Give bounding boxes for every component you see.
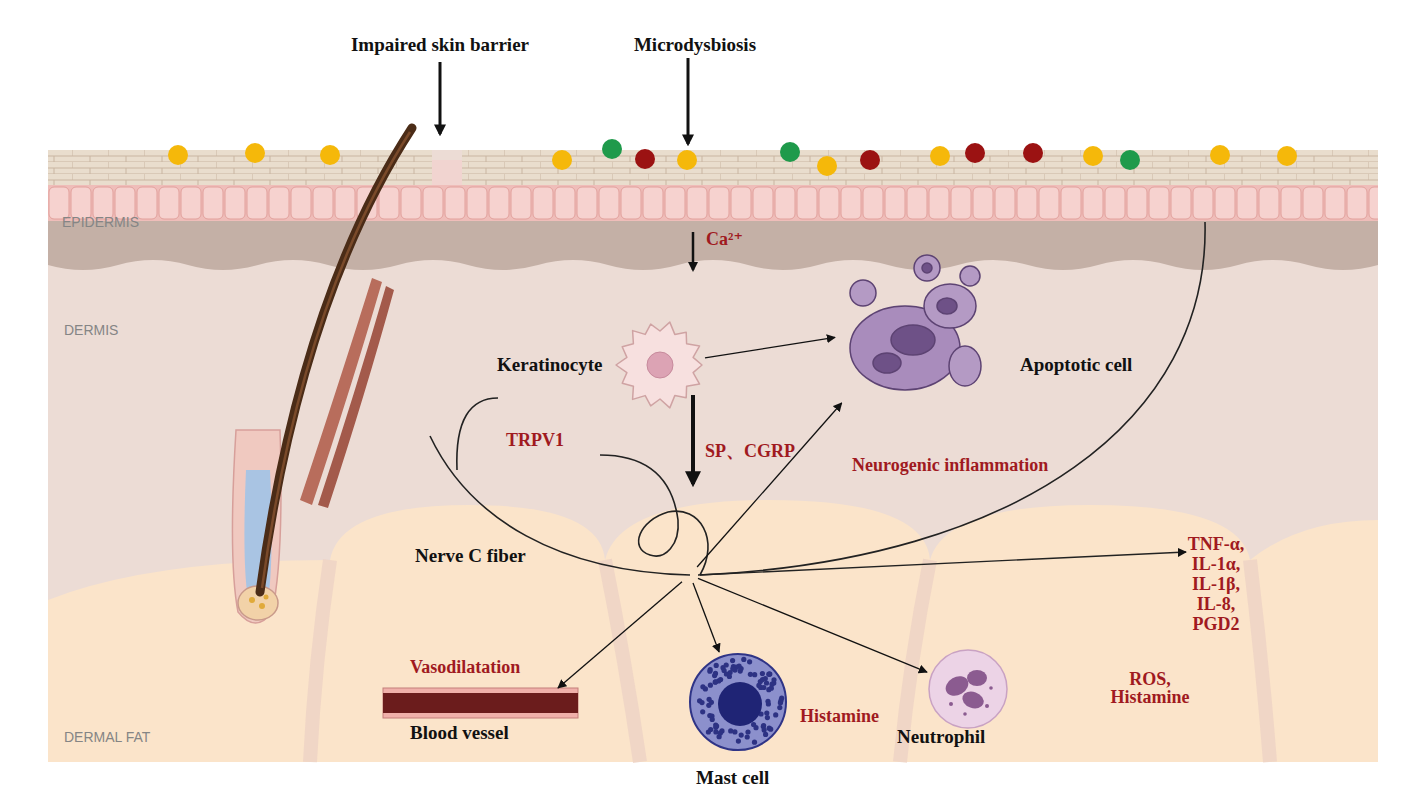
microbes	[860, 150, 880, 170]
epidermis-layer	[432, 160, 462, 185]
hair-follicle	[300, 278, 382, 505]
effect-arrow	[705, 337, 835, 358]
nerve-fiber	[457, 398, 498, 470]
mediator-label: ROS, Histamine	[1100, 670, 1200, 706]
hair-follicle	[260, 128, 412, 592]
nerve-label: Nerve C fiber	[415, 545, 526, 567]
neutrophil-cell-shape	[927, 648, 1009, 730]
cause-label: Impaired skin barrier	[330, 34, 550, 56]
microbes	[1277, 146, 1297, 166]
hair-follicle	[259, 603, 265, 609]
microbes	[602, 139, 622, 159]
signal-arrows	[439, 62, 442, 134]
microbes	[245, 143, 265, 163]
mast-cell-shape	[688, 652, 788, 752]
signal-arrows	[691, 395, 695, 484]
mediator-label: Histamine	[800, 706, 879, 727]
hair-follicle	[262, 132, 410, 588]
effect-arrow	[558, 582, 682, 688]
signal-arrows	[440, 58, 693, 484]
epidermis-layer	[48, 185, 1378, 221]
microbes	[780, 142, 800, 162]
neuropeptide-label: SP、CGRP	[705, 441, 795, 462]
nerve-fiber	[430, 222, 1205, 575]
neutrophil-cell: ROS, HistamineNeutrophil	[927, 648, 1009, 730]
microbes	[1083, 146, 1103, 166]
signal-arrows	[687, 58, 690, 144]
keratinocyte-cell-shape	[615, 320, 705, 410]
microbes	[817, 156, 837, 176]
cytokine-list: TNF-α, IL-1α, IL-1β, IL-8, PGD2	[1180, 534, 1252, 634]
blood-vessel-shape	[383, 688, 578, 718]
epidermis-layer	[48, 185, 1378, 270]
microbes	[168, 139, 1297, 176]
dermis-layer	[48, 150, 1378, 762]
nerve-fiber	[600, 455, 678, 520]
microbes	[677, 150, 697, 170]
microbes	[635, 149, 655, 169]
blood-vessel: VasodilatationBlood vessel	[383, 688, 578, 718]
process-label: Neurogenic inflammation	[852, 455, 1048, 476]
effect-label: Vasodilatation	[410, 657, 520, 678]
nerve-fiber	[700, 222, 1205, 575]
microbes	[930, 146, 950, 166]
microbes	[168, 145, 188, 165]
effect-arrow	[697, 403, 842, 567]
nerve-fiber	[698, 552, 1186, 575]
microbes	[965, 143, 985, 163]
nerve-junction: Nerve C fiber	[682, 567, 698, 583]
cell-label: Keratinocyte	[497, 354, 603, 376]
receptor-label: TRPV1	[506, 430, 564, 451]
apoptotic-cell-shape	[835, 248, 985, 403]
microbes	[1023, 143, 1043, 163]
apoptotic-cell: Apoptotic cell	[835, 248, 985, 403]
epidermis-layer	[48, 150, 432, 185]
microbes	[1210, 145, 1230, 165]
cell-label: Neutrophil	[897, 726, 985, 748]
effect-arrow	[698, 578, 927, 672]
cell-label: Mast cell	[696, 767, 769, 789]
effect-arrow	[693, 583, 719, 652]
layer-label: DERMIS	[64, 322, 118, 338]
microbes	[1120, 150, 1140, 170]
epidermis-layer	[48, 150, 1378, 270]
keratinocyte-cell: Keratinocyte	[615, 320, 705, 410]
mast-cell: Mast cellHistamine	[688, 652, 788, 752]
dermal-fat-layer	[310, 560, 1270, 762]
hair-follicle	[318, 286, 394, 508]
layer-label: EPIDERMIS	[62, 214, 139, 230]
hair-follicle	[249, 597, 255, 603]
hair-follicle	[264, 595, 269, 600]
microbes	[320, 145, 340, 165]
cell-label: Apoptotic cell	[1020, 354, 1132, 376]
ion-label: Ca²⁺	[706, 229, 743, 250]
epidermis-layer	[462, 150, 1378, 185]
microbes	[552, 150, 572, 170]
vessel-label: Blood vessel	[410, 722, 509, 744]
cause-label: Microdysbiosis	[610, 34, 780, 56]
signal-arrows	[692, 232, 695, 270]
nerve-fiber	[639, 511, 708, 575]
dermis-layer	[48, 150, 1378, 762]
hair-follicle	[232, 128, 412, 623]
layer-label: DERMAL FAT	[64, 729, 150, 745]
